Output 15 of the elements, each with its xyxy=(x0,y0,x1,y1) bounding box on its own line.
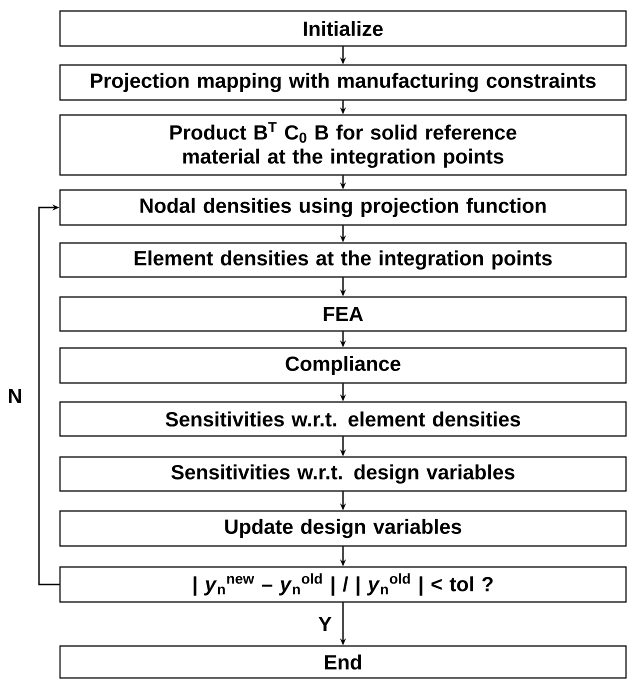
process-box: Element densities at the integration points xyxy=(59,242,627,278)
edge-label: N xyxy=(6,388,24,404)
arrow xyxy=(38,204,60,586)
process-box: Projection mapping with manufacturing constraints xyxy=(59,64,627,101)
process-box: Nodal densities using projection function xyxy=(59,189,627,226)
process-box: Product B$^{T}$ C$_{0}$ B for solid reference material at the integration points xyxy=(59,114,627,176)
process-box: Sensitivities w.r.t. element densities xyxy=(59,401,627,437)
edge-label: Y xyxy=(317,616,333,632)
process-box: | y$_{n}$$^{new}$ – y$_{n}$$^{old}$ | / | y$_{n}$$^{old}$ | < tol ? xyxy=(59,566,627,603)
process-box: Compliance xyxy=(59,347,627,384)
process-box: FEA xyxy=(59,296,627,332)
process-box: Sensitivities w.r.t. design variables xyxy=(59,456,627,492)
process-box: End xyxy=(59,645,627,679)
process-box: Update design variables xyxy=(59,510,627,547)
process-box: Initialize xyxy=(59,10,627,47)
